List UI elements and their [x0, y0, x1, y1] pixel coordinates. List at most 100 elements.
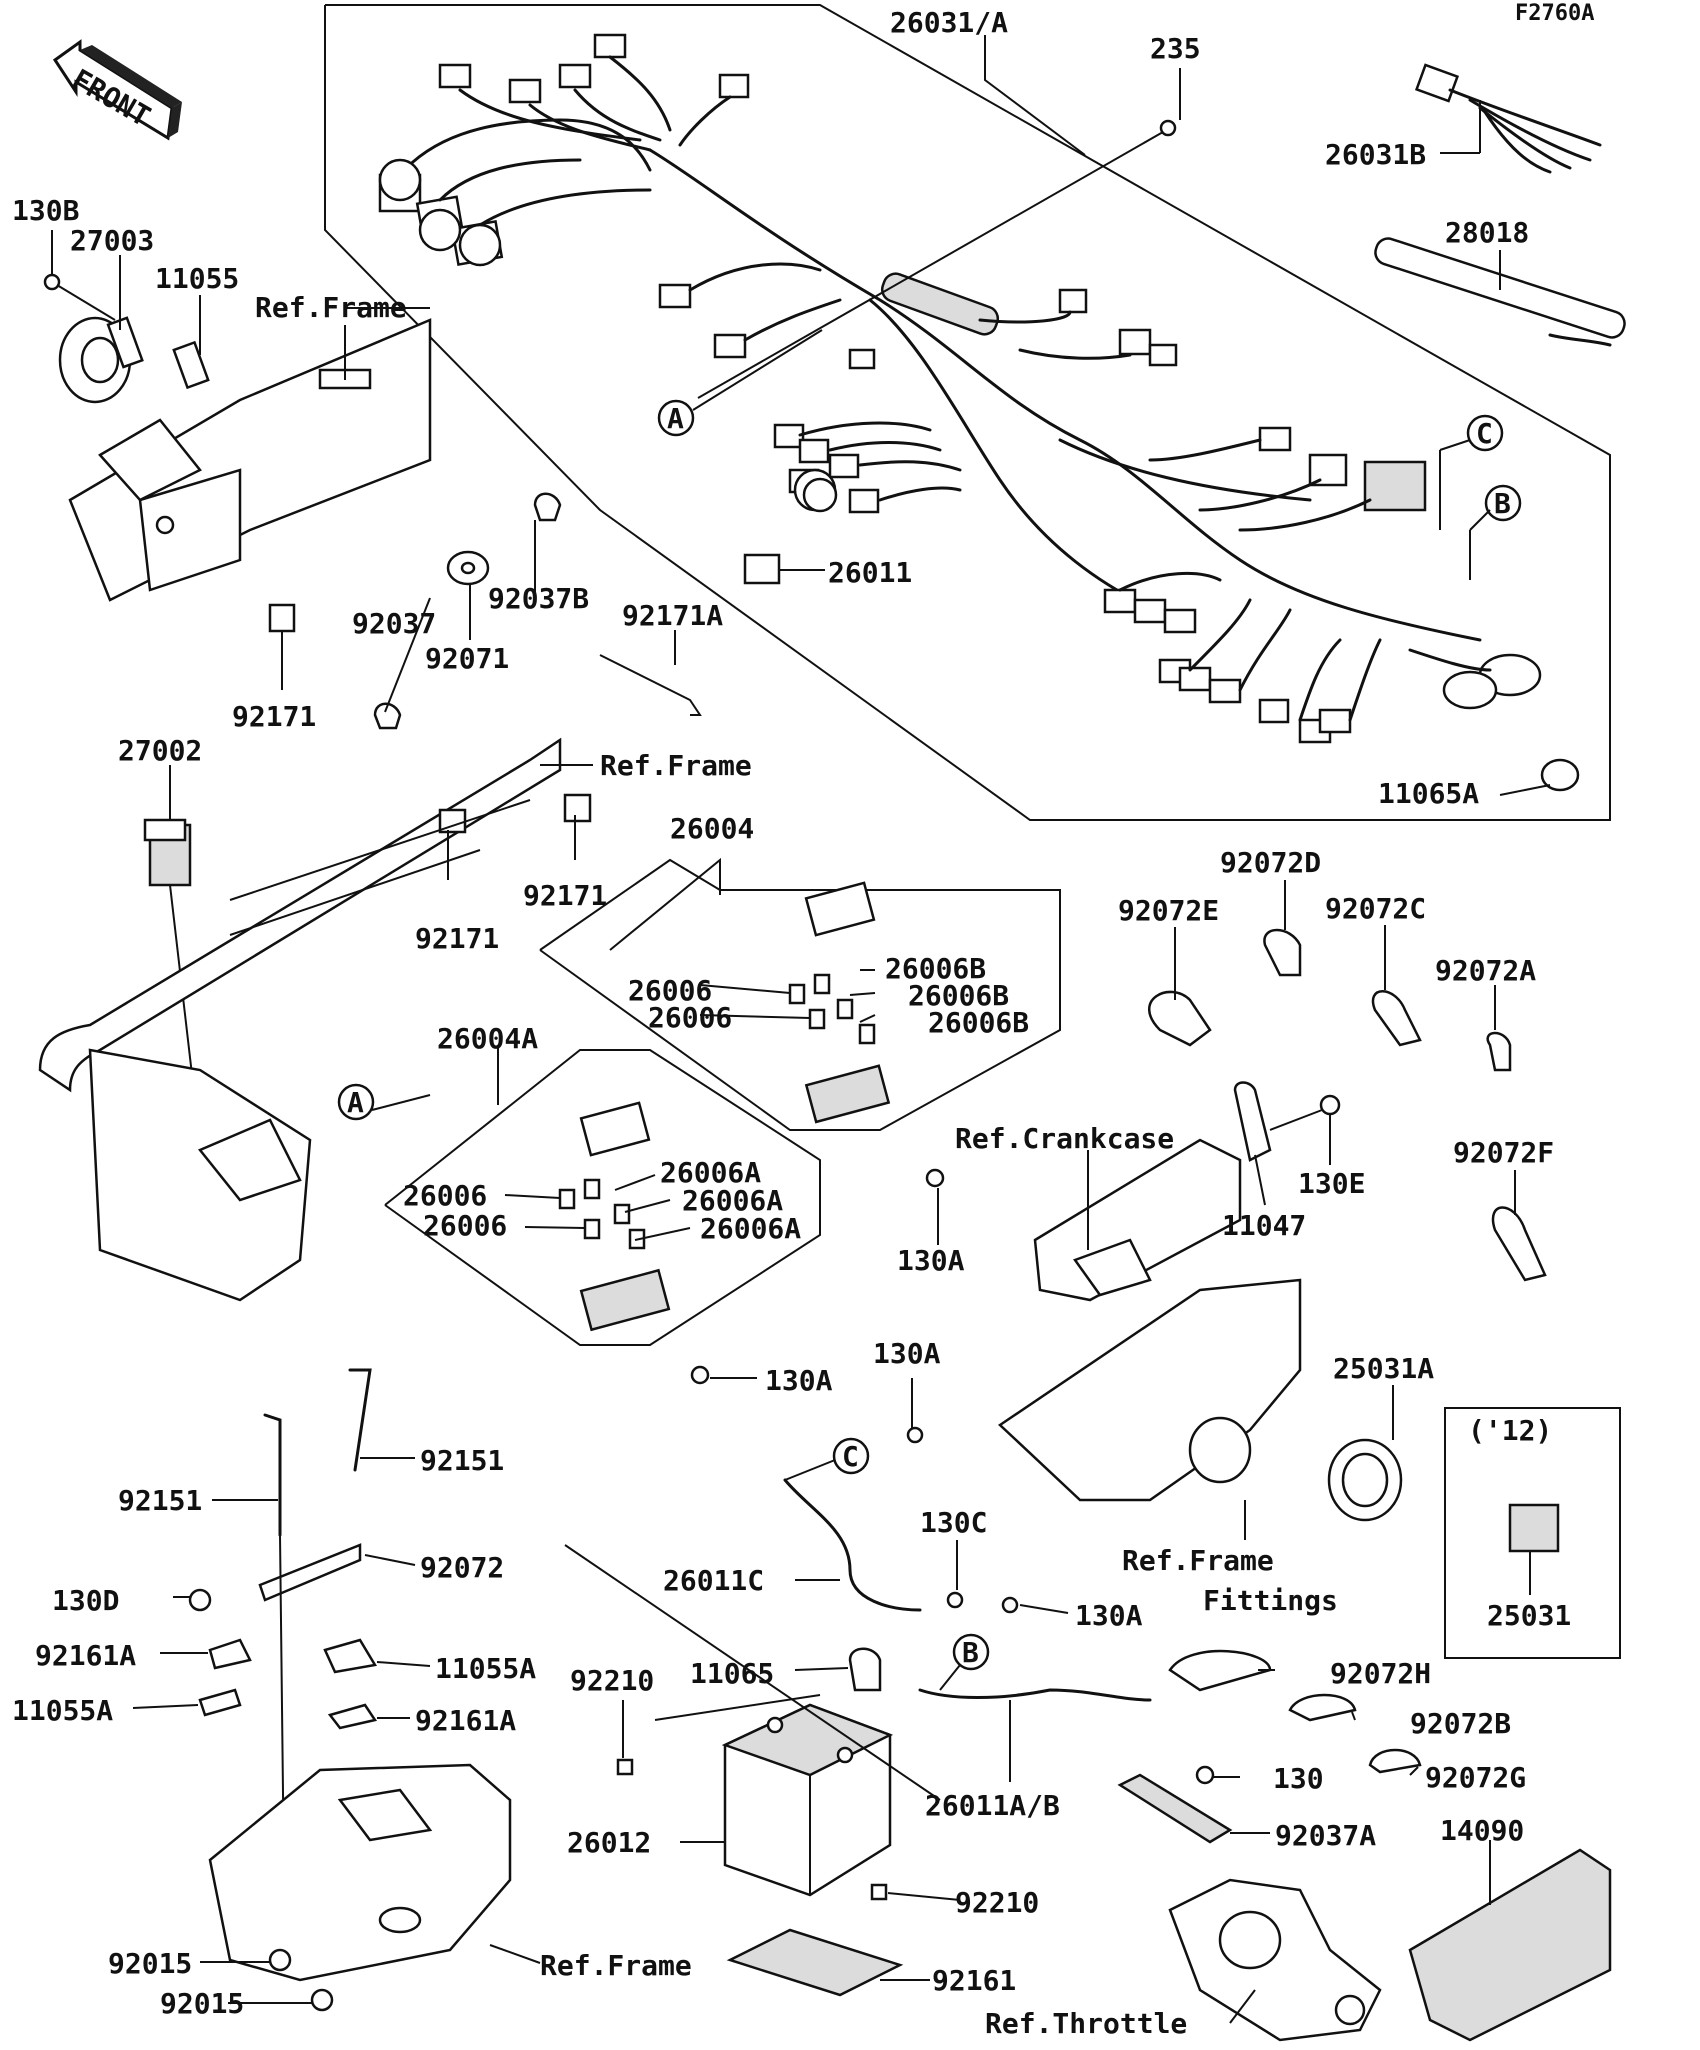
part-label: 92072A [1435, 954, 1536, 987]
svg-text:B: B [962, 1636, 979, 1669]
reference-label: Ref.Frame [255, 291, 407, 324]
connector-26011 [743, 553, 781, 585]
part-label: 92210 [955, 1886, 1039, 1919]
part-label: 92037B [488, 582, 589, 615]
bolt-130A-cable2 [1001, 1596, 1019, 1614]
plate-92037A [1117, 1773, 1233, 1844]
part-label: 130A [765, 1364, 833, 1397]
panel-12 [1444, 1407, 1621, 1659]
part-label: 92072G [1425, 1761, 1526, 1794]
cable-26011AB [918, 1688, 1152, 1702]
part-label: 27002 [118, 734, 202, 767]
cable-26011C [783, 1478, 922, 1612]
bracket-11047 [1233, 1081, 1272, 1162]
reference-label: Fittings [1203, 1584, 1338, 1617]
part-label: 26006A [682, 1184, 783, 1217]
nut-92210b [870, 1883, 888, 1901]
part-label: 235 [1150, 32, 1201, 65]
part-label: 92171A [622, 599, 723, 632]
part-label: 27003 [70, 224, 154, 257]
part-label: 92072F [1453, 1136, 1554, 1169]
bolt-130A-cable [906, 1426, 924, 1444]
band-92072G [1368, 1748, 1422, 1774]
clip-11055A [198, 1688, 242, 1717]
part-label: 92072 [420, 1551, 504, 1584]
clip-92161A-b [327, 1703, 378, 1730]
part-label: 92037 [352, 607, 436, 640]
callout-a-top: A [657, 399, 695, 437]
part-label: 92171 [523, 879, 607, 912]
part-label: 130 [1273, 1762, 1324, 1795]
part-label: 130D [52, 1584, 119, 1617]
nut-92015b [310, 1988, 334, 2012]
bolt-130E [1319, 1094, 1341, 1116]
part-label: 11055A [435, 1652, 536, 1685]
part-label: ('12) [1468, 1414, 1552, 1447]
relay-27002 [143, 818, 211, 1231]
part-label: 11065 [690, 1657, 774, 1690]
part-label: 26006A [700, 1212, 801, 1245]
band-92072A [1486, 1031, 1512, 1072]
part-label: 26031/A [890, 6, 1008, 39]
part-label: 92151 [420, 1444, 504, 1477]
socket-25031A [1327, 1438, 1403, 1522]
callout-c-bottom: C [832, 1437, 870, 1475]
svg-text:A: A [347, 1086, 364, 1119]
part-label: 130A [897, 1244, 965, 1277]
part-label: 130B [12, 194, 79, 227]
harness-coil [880, 272, 1000, 336]
part-label: 92015 [108, 1947, 192, 1980]
clip-92171-top [268, 603, 296, 633]
svg-text:B: B [1494, 487, 1511, 520]
part-label: 92072B [1410, 1707, 1511, 1740]
part-label: 26006 [648, 1001, 732, 1034]
part-label: 11055 [155, 262, 239, 295]
cap-11065A [1540, 758, 1580, 792]
part-label: 26006B [885, 952, 986, 985]
part-label: 130E [1298, 1167, 1365, 1200]
svg-text:A: A [667, 402, 684, 435]
front-arrow: FRONT [52, 39, 182, 141]
part-label: 92072C [1325, 892, 1426, 925]
part-label: 92015 [160, 1987, 244, 2020]
bolt-130D [188, 1588, 212, 1612]
frame-left-top [68, 318, 432, 602]
part-label: 28018 [1445, 216, 1529, 249]
part-label: 26012 [567, 1826, 651, 1859]
cover-14090 [1408, 1848, 1612, 2042]
strap-92171A [599, 654, 702, 716]
part-label: 92037A [1275, 1819, 1376, 1852]
callout-b-bottom: B [952, 1633, 990, 1671]
bolt-130 [1195, 1765, 1215, 1785]
band-92072D [1263, 928, 1302, 977]
part-label: 130A [873, 1337, 941, 1370]
part-label: 26011C [663, 1564, 764, 1597]
part-label: 26004A [437, 1022, 538, 1055]
part-label: 26011 [828, 556, 912, 589]
nut-92015 [268, 1948, 292, 1972]
frame-fittings [998, 1278, 1302, 1502]
part-label: 14090 [1440, 1814, 1524, 1847]
frame-bottom [208, 1763, 512, 1982]
nut-92210 [616, 1758, 634, 1776]
bolt-130C [946, 1591, 964, 1609]
bracket-11055 [172, 340, 210, 390]
part-label: 92072D [1220, 846, 1321, 879]
clip-92161A [208, 1638, 252, 1670]
reference-label: Ref.Frame [540, 1949, 692, 1982]
band-92072B [1288, 1693, 1357, 1722]
reference-label: Ref.Throttle [985, 2007, 1187, 2040]
part-label: 92161 [932, 1964, 1016, 1997]
part-label: 25031 [1487, 1599, 1571, 1632]
bolt-130A-fuse [925, 1168, 945, 1188]
clamp-92037 [373, 702, 402, 730]
main-harness-group [324, 4, 1611, 821]
part-label: 26006 [423, 1209, 507, 1242]
part-label: 92072H [1330, 1657, 1431, 1690]
grommet-92071 [446, 550, 490, 586]
part-label: 11055A [12, 1694, 113, 1727]
battery-box-line [564, 1544, 941, 1801]
clip-11055A-b [323, 1638, 378, 1674]
part-label: 26006B [908, 979, 1009, 1012]
